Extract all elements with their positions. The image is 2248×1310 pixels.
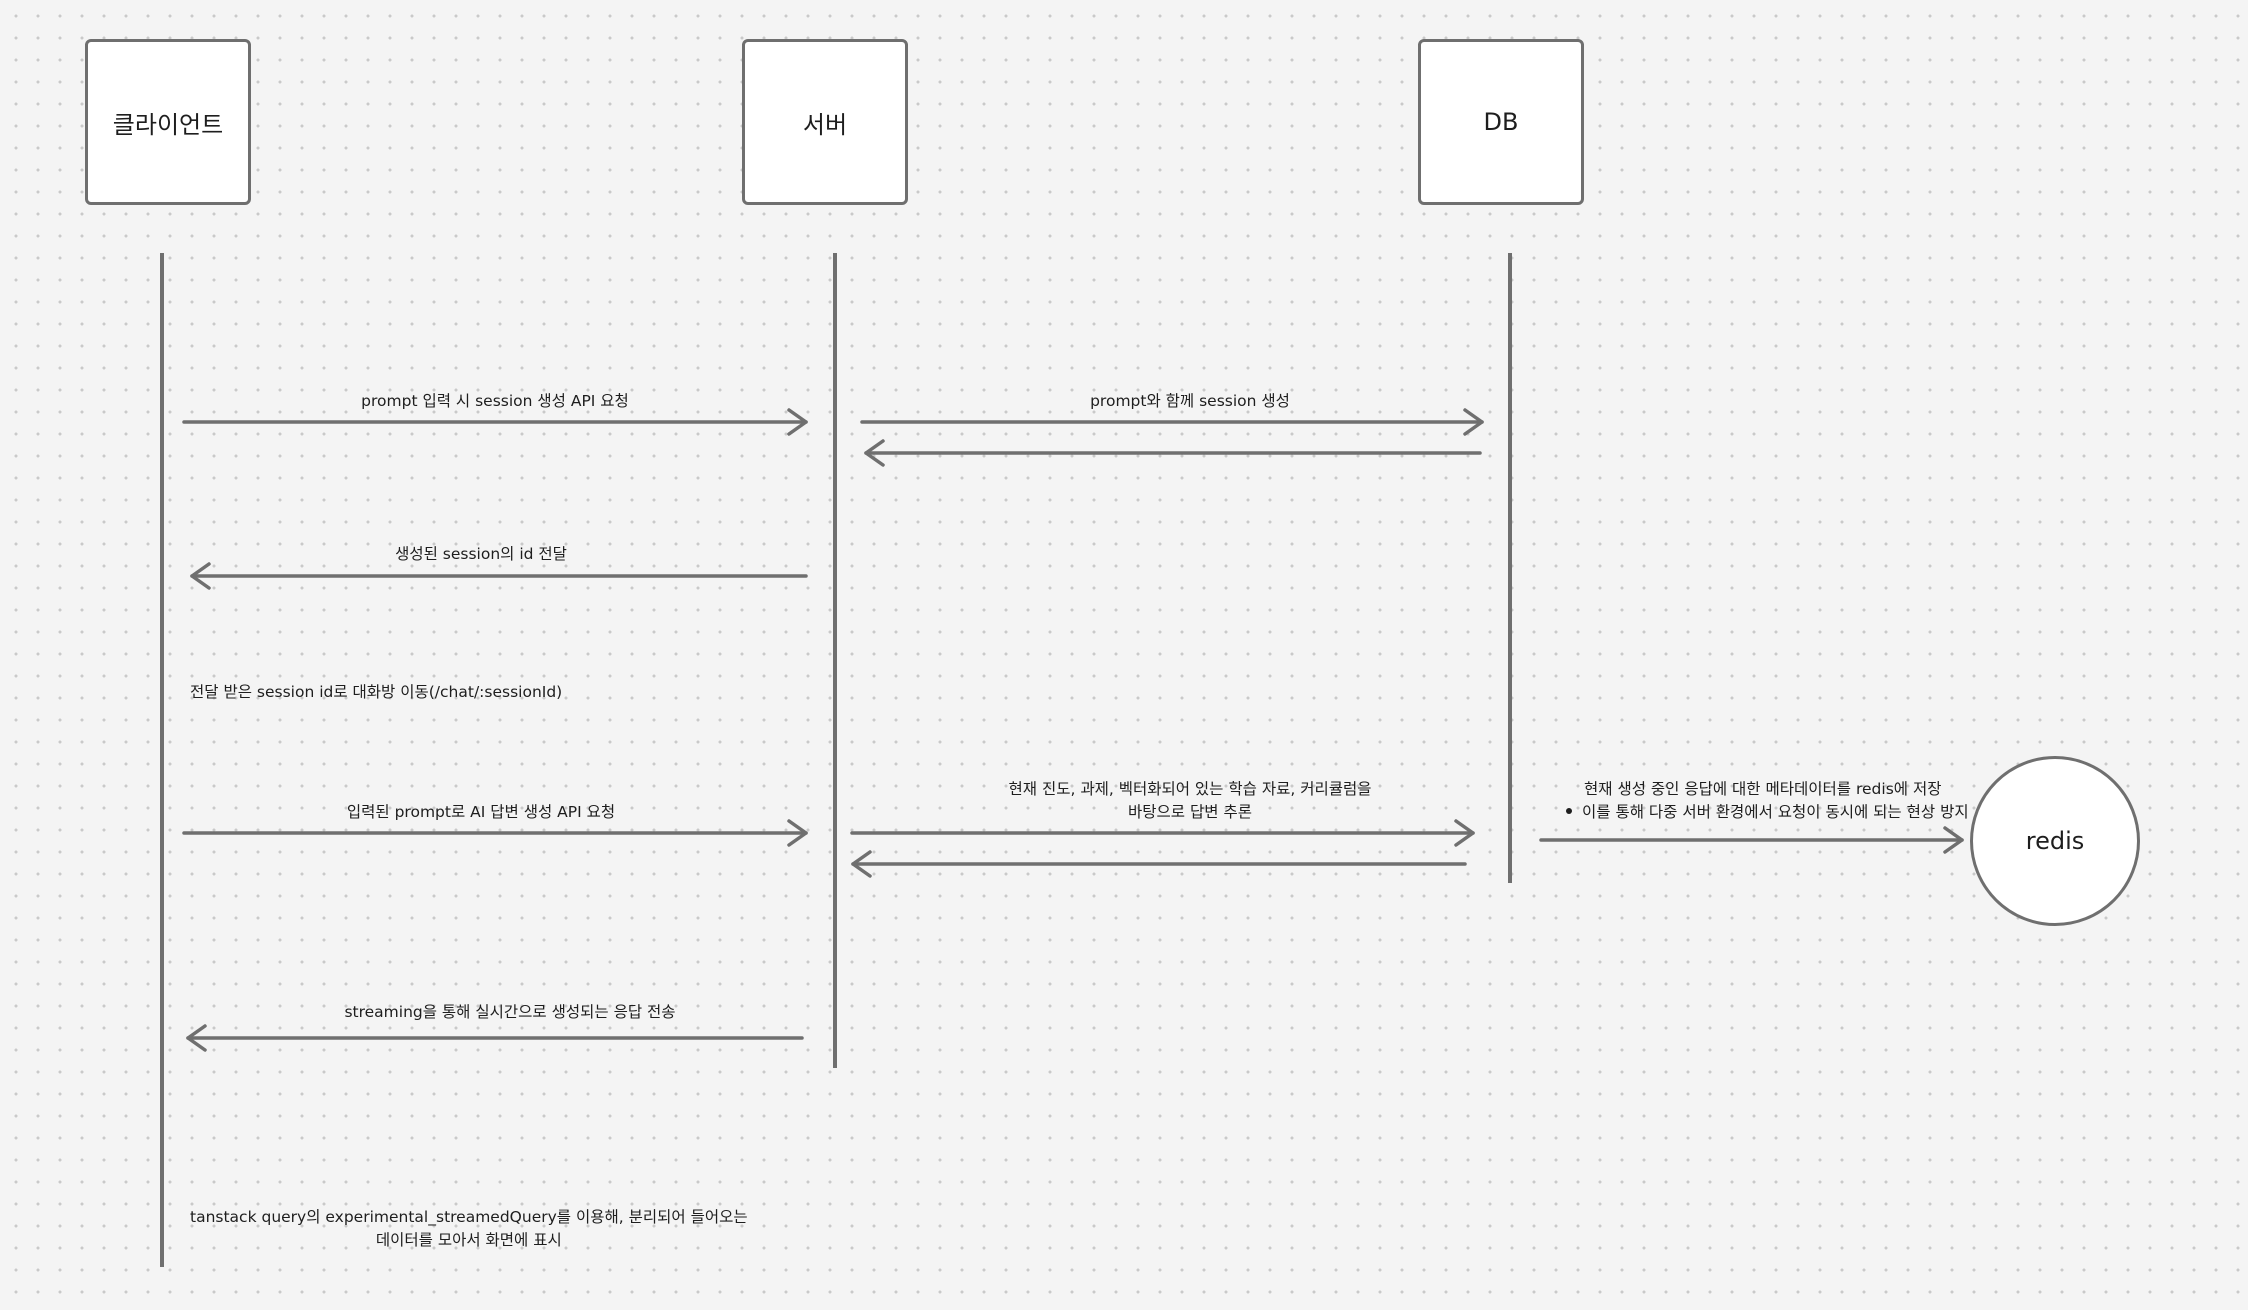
participant-db-label: DB bbox=[1483, 108, 1519, 136]
message-streaming-response: streaming을 통해 실시간으로 생성되는 응답 전송 bbox=[344, 1003, 676, 1021]
arrow-create-session-request bbox=[182, 408, 808, 436]
participant-redis[interactable]: redis bbox=[1970, 756, 2140, 926]
message-ai-answer-request: 입력된 prompt로 AI 답변 생성 API 요청 bbox=[346, 803, 616, 821]
arrow-infer-answer-return bbox=[851, 850, 1467, 878]
note-redis-bullet: 이를 통해 다중 서버 환경에서 요청이 동시에 되는 현상 방지 bbox=[1582, 803, 1969, 821]
arrow-infer-answer bbox=[850, 819, 1475, 847]
message-infer-answer: 현재 진도, 과제, 벡터화되어 있는 학습 자료, 커리큘럼을 바탕으로 답변… bbox=[1009, 778, 1372, 824]
message-create-session-with-prompt: prompt와 함께 session 생성 bbox=[1090, 392, 1290, 410]
participant-db[interactable]: DB bbox=[1418, 39, 1584, 205]
arrow-deliver-session-id bbox=[190, 562, 808, 590]
lifeline-server bbox=[833, 253, 837, 1068]
message-deliver-session-id: 생성된 session의 id 전달 bbox=[395, 545, 567, 563]
arrow-create-session-with-prompt bbox=[860, 408, 1484, 436]
participant-client-label: 클라이언트 bbox=[112, 110, 224, 139]
note-tanstack-query: tanstack query의 experimental_streamedQue… bbox=[190, 1206, 748, 1252]
arrow-redis-store bbox=[1539, 826, 1964, 854]
lifeline-client bbox=[160, 253, 164, 1267]
participant-client[interactable]: 클라이언트 bbox=[85, 39, 251, 205]
participant-redis-label: redis bbox=[2025, 827, 2085, 855]
note-redis-store-title: 현재 생성 중인 응답에 대한 메타데이터를 redis에 저장 bbox=[1584, 780, 1942, 798]
note-navigate-chat: 전달 받은 session id로 대화방 이동(/chat/:sessionI… bbox=[190, 683, 563, 701]
message-infer-answer-line1: 현재 진도, 과제, 벡터화되어 있는 학습 자료, 커리큘럼을 bbox=[1008, 780, 1372, 798]
participant-server-label: 서버 bbox=[802, 110, 848, 139]
lifeline-db bbox=[1508, 253, 1512, 883]
note-redis-store: 현재 생성 중인 응답에 대한 메타데이터를 redis에 저장 이를 통해 다… bbox=[1566, 778, 1969, 824]
arrow-session-created-return bbox=[864, 439, 1482, 467]
participant-server[interactable]: 서버 bbox=[742, 39, 908, 205]
note-tanstack-line1: tanstack query의 experimental_streamedQue… bbox=[190, 1208, 748, 1226]
arrow-streaming-response bbox=[186, 1024, 804, 1052]
note-tanstack-line2: 데이터를 모아서 화면에 표시 bbox=[375, 1231, 562, 1249]
message-infer-answer-line2: 바탕으로 답변 추론 bbox=[1128, 803, 1252, 821]
arrow-ai-answer-request bbox=[182, 819, 808, 847]
bullet-dot-icon bbox=[1566, 807, 1572, 814]
message-create-session-request: prompt 입력 시 session 생성 API 요청 bbox=[361, 392, 629, 410]
